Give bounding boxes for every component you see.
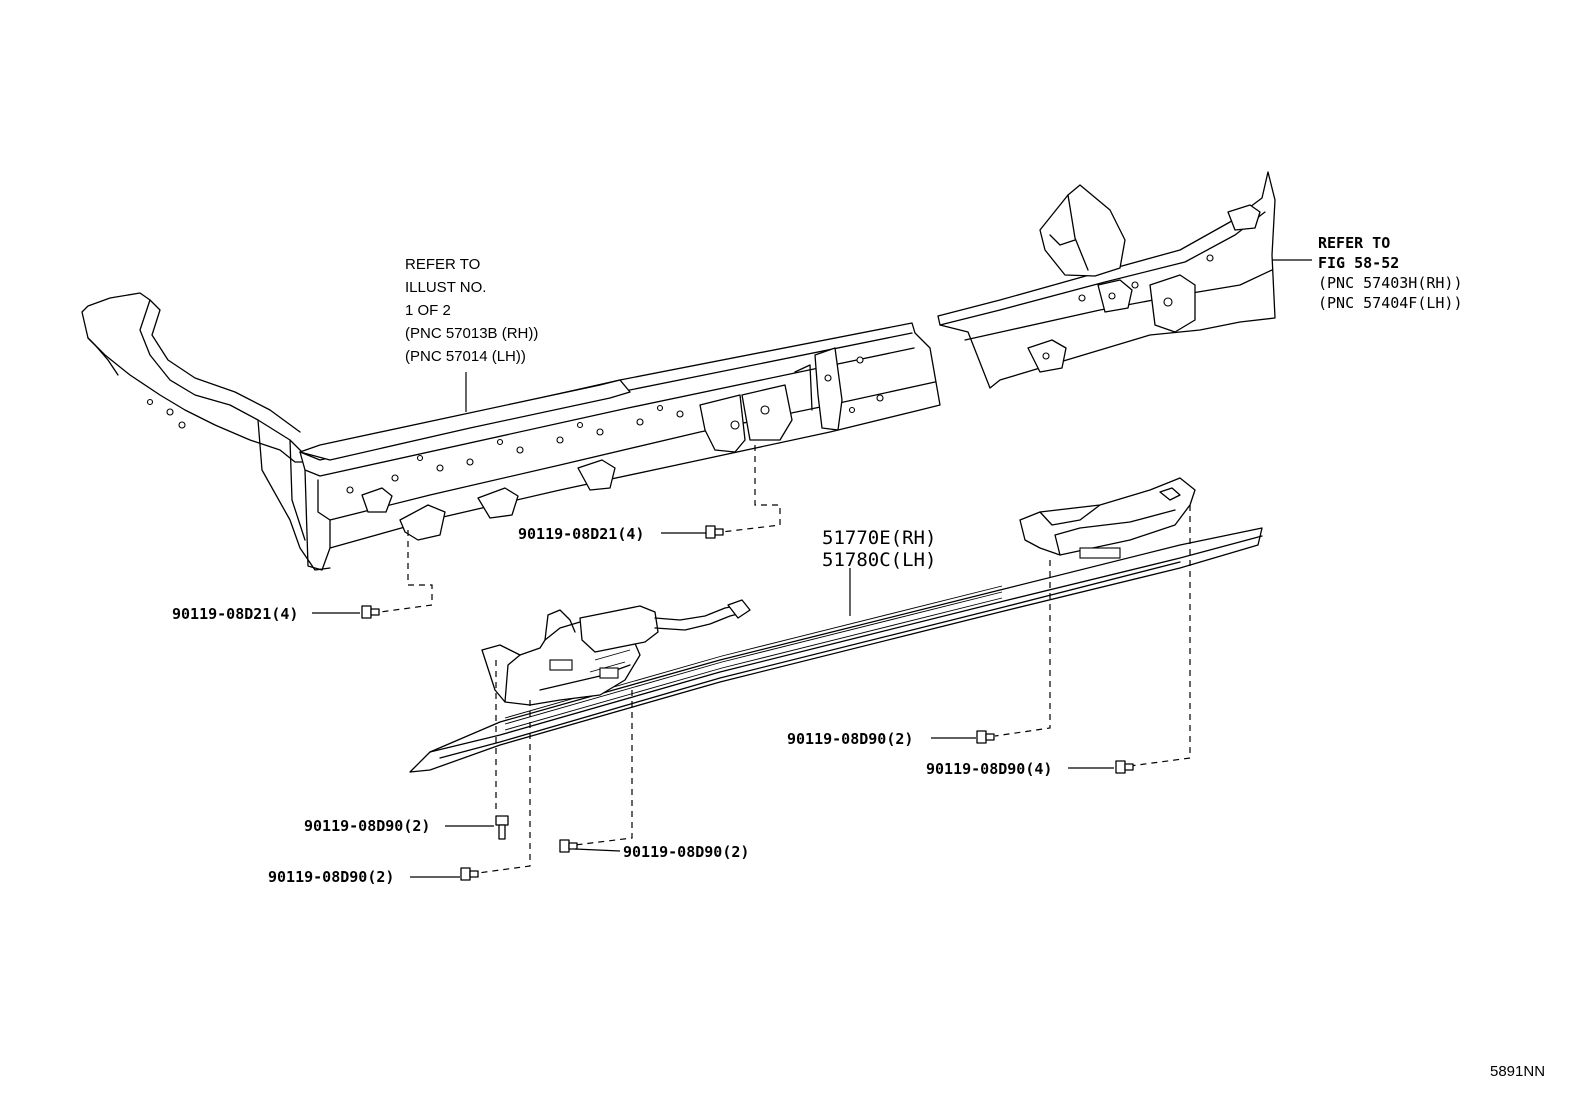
figure-code: 5891NN bbox=[1490, 1063, 1545, 1080]
part-number-lh: 51780C(LH) bbox=[822, 549, 936, 571]
running-board bbox=[409, 477, 1263, 773]
sill-holes bbox=[146, 356, 884, 494]
refer-note-fig: REFER TO FIG 58-52 (PNC 57403H(RH)) (PNC… bbox=[1318, 234, 1463, 312]
bolt-icon bbox=[361, 605, 380, 619]
refer-note-line: 1 OF 2 bbox=[405, 302, 451, 319]
bolt-icon bbox=[460, 867, 479, 881]
refer-note-line: REFER TO bbox=[405, 256, 480, 273]
bolt-icon bbox=[495, 815, 509, 840]
fastener-label: 90119-08D90(2) bbox=[268, 868, 394, 886]
bolt-icon bbox=[1115, 760, 1134, 774]
fastener-label: 90119-08D90(4) bbox=[926, 760, 1052, 778]
front-rocker-extension bbox=[937, 171, 1276, 389]
refer-note-line: (PNC 57013B (RH)) bbox=[405, 325, 538, 342]
fastener-label: 90119-08D21(4) bbox=[518, 525, 644, 543]
bolt-icon bbox=[559, 839, 578, 853]
bolt-icon bbox=[976, 730, 995, 744]
refer-note-line: ILLUST NO. bbox=[405, 279, 486, 296]
fastener-label: 90119-08D21(4) bbox=[172, 605, 298, 623]
rocker-panel-main bbox=[81, 292, 941, 571]
refer-note-line: REFER TO bbox=[1318, 234, 1390, 252]
refer-note-line: (PNC 57403H(RH)) bbox=[1318, 274, 1463, 292]
leader-lines bbox=[312, 259, 1312, 878]
mounting-lines bbox=[379, 445, 1191, 874]
refer-note-line: (PNC 57404F(LH)) bbox=[1318, 294, 1463, 312]
bolt-icon bbox=[705, 525, 724, 539]
refer-note-line: FIG 58-52 bbox=[1318, 254, 1399, 272]
part-number-rh: 51770E(RH) bbox=[822, 527, 936, 549]
fastener-label: 90119-08D90(2) bbox=[623, 843, 749, 861]
fastener-label: 90119-08D90(2) bbox=[787, 730, 913, 748]
fastener-label: 90119-08D90(2) bbox=[304, 817, 430, 835]
refer-note-line: (PNC 57014 (LH)) bbox=[405, 348, 526, 365]
refer-note-illust: REFER TO ILLUST NO. 1 OF 2 (PNC 57013B (… bbox=[405, 256, 538, 365]
